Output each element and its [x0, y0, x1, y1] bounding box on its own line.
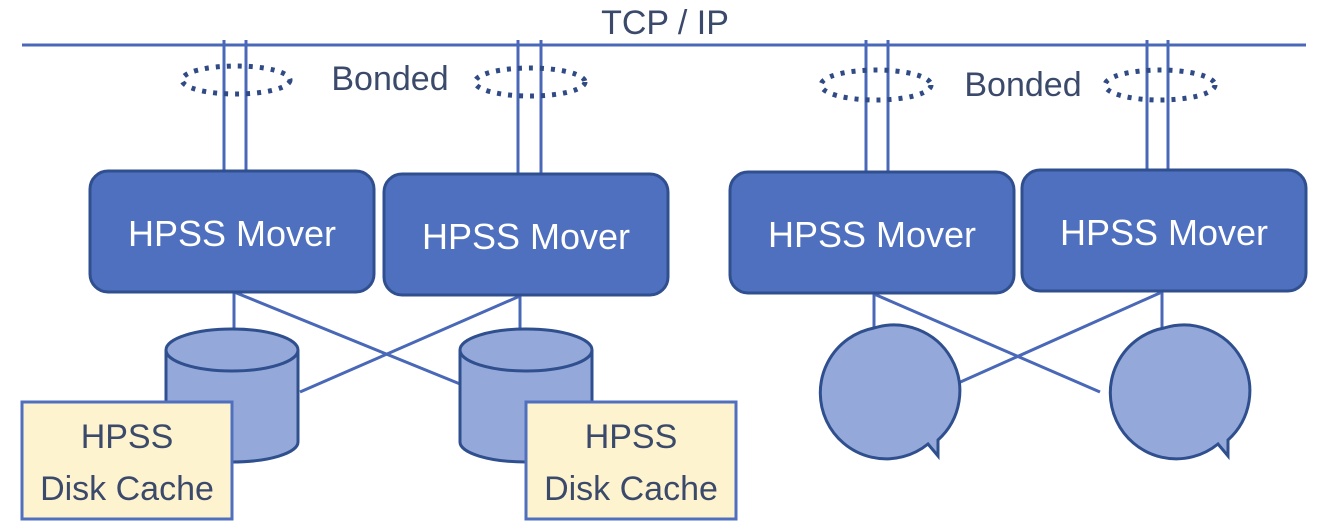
mover-3-label: HPSS Mover [768, 214, 976, 255]
bonded-label-right: Bonded [964, 66, 1081, 104]
disk-cache-2: HPSS Disk Cache [524, 400, 738, 521]
storage-connections [232, 290, 1164, 394]
bond-ring-3 [818, 67, 934, 103]
bond-ring-2 [472, 65, 588, 99]
tape-reel-icon-1 [818, 323, 962, 461]
bond-ring-1 [179, 63, 293, 97]
bonded-links [222, 40, 1170, 176]
mover-4-label: HPSS Mover [1060, 212, 1268, 253]
disk-cache-2-line1: HPSS [585, 418, 678, 456]
mover-1: HPSS Mover [88, 169, 376, 294]
bond-ring-4 [1102, 67, 1218, 103]
disk-cache-1: HPSS Disk Cache [20, 400, 234, 521]
mover-4: HPSS Mover [1020, 168, 1308, 293]
tcp-ip-label: TCP / IP [601, 4, 729, 42]
disk-cache-1-line2: Disk Cache [40, 470, 214, 508]
disk-cache-2-line2: Disk Cache [544, 470, 718, 508]
mover-2: HPSS Mover [382, 172, 670, 297]
mover-2-label: HPSS Mover [422, 216, 630, 257]
bonded-label-left: Bonded [331, 60, 448, 98]
tape-reel-icon-2 [1108, 323, 1252, 461]
disk-cache-1-line1: HPSS [81, 418, 174, 456]
mover-1-label: HPSS Mover [128, 213, 336, 254]
mover-3: HPSS Mover [728, 170, 1016, 295]
